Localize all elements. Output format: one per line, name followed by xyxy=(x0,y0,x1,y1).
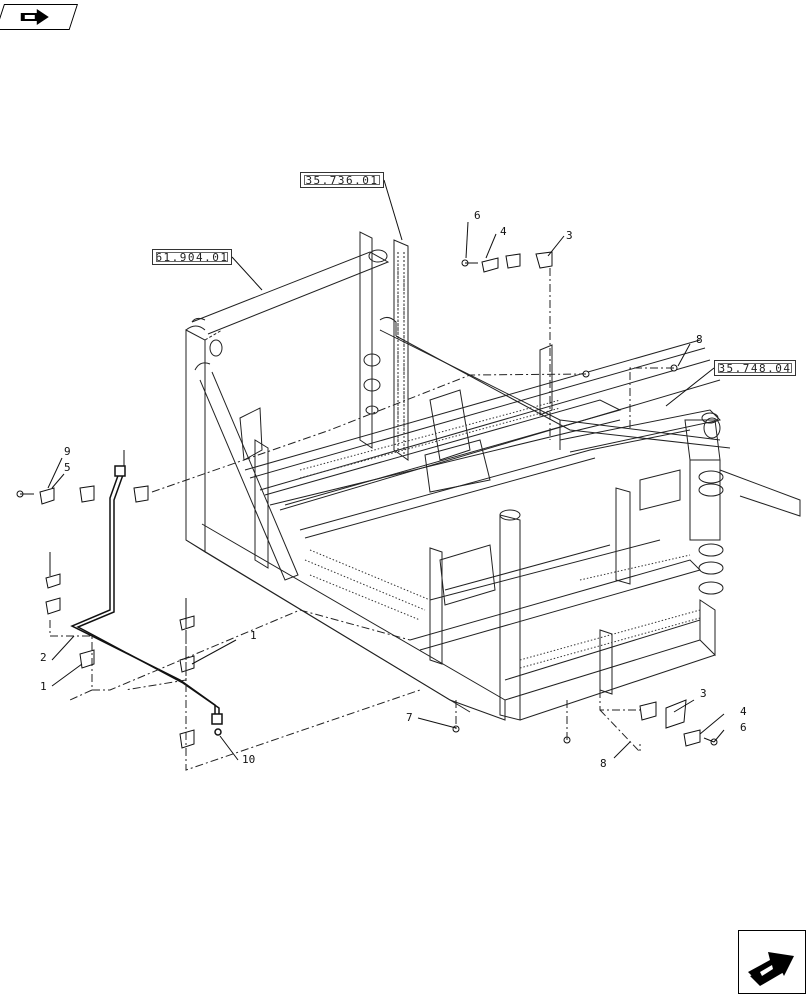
callout-label: 1 xyxy=(40,680,47,693)
callout-label: 3 xyxy=(566,229,573,242)
callout-label: 8 xyxy=(600,757,607,770)
next-page-button[interactable] xyxy=(738,930,806,994)
reference-link-61-904-01[interactable]: 61.904.01 xyxy=(152,249,232,265)
callout-label: 6 xyxy=(474,209,481,222)
reference-link-35-736-01[interactable]: 35.736.01 xyxy=(300,172,384,188)
callout-label: 2 xyxy=(40,651,47,664)
callout-label: 1 xyxy=(250,629,257,642)
arrow-forward-icon xyxy=(748,952,794,986)
previous-page-button[interactable] xyxy=(0,4,79,30)
callout-label: 6 xyxy=(740,721,747,734)
reference-link-35-748-04[interactable]: 35.748.04 xyxy=(714,360,796,376)
callout-label: 4 xyxy=(500,225,507,238)
callout-label: 4 xyxy=(740,705,747,718)
arrow-back-icon xyxy=(20,9,49,25)
callout-label: 7 xyxy=(406,711,413,724)
callout-label: 3 xyxy=(700,687,707,700)
callout-label: 10 xyxy=(242,753,256,766)
callout-label: 8 xyxy=(696,333,703,346)
callout-label: 9 xyxy=(64,445,71,458)
callout-label: 5 xyxy=(64,461,71,474)
